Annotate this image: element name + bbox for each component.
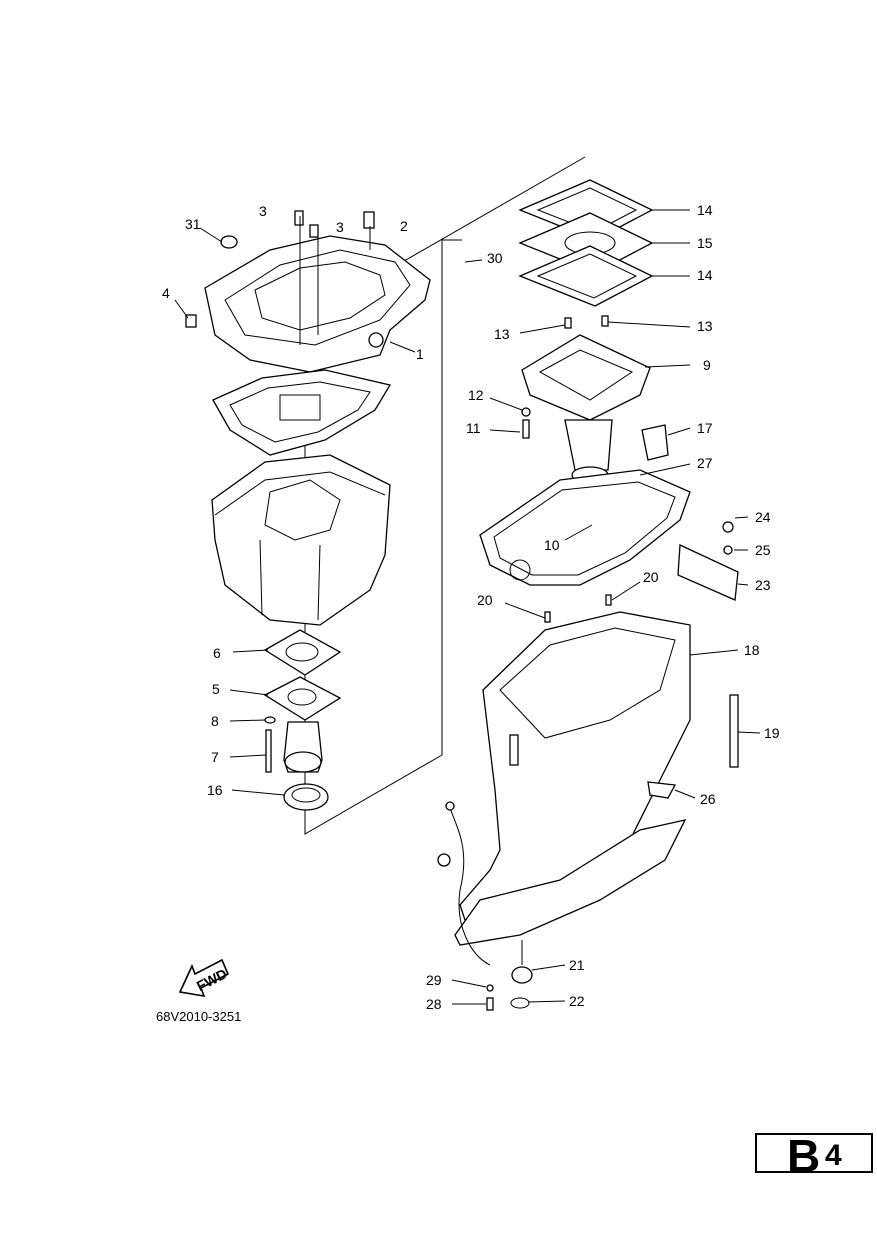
callout-12: 12	[468, 387, 484, 403]
callout-13b: 13	[697, 318, 713, 334]
callout-8: 8	[211, 713, 219, 729]
callout-10: 10	[544, 537, 560, 553]
callout-13a: 13	[494, 326, 510, 342]
callout-16: 16	[207, 782, 223, 798]
callout-17: 17	[697, 420, 713, 436]
callout-26: 26	[700, 791, 716, 807]
callout-14b: 14	[697, 267, 713, 283]
callout-20a: 20	[477, 592, 493, 608]
callout-3a: 3	[259, 203, 267, 219]
exhaust-manifold-part	[521, 334, 669, 529]
oil-seal-part	[283, 783, 329, 811]
callout-3b: 3	[336, 219, 344, 235]
callout-21: 21	[569, 957, 585, 973]
callout-23: 23	[755, 577, 771, 593]
callout-27: 27	[697, 455, 713, 471]
callout-14a: 14	[697, 202, 713, 218]
leader-lines	[174, 209, 761, 1005]
callout-31: 31	[185, 216, 201, 232]
callout-labels: 1 2 3 3 4 5 6 7 8 9 10 11 12 13 13 14 14…	[162, 202, 780, 1012]
exhaust-guide-gasket-part	[263, 629, 342, 676]
flushing-hose-part	[437, 801, 533, 1011]
callout-15: 15	[697, 235, 713, 251]
callout-6: 6	[213, 645, 221, 661]
page-code-badge: B 4	[755, 1130, 873, 1182]
callout-7: 7	[211, 749, 219, 765]
callout-9: 9	[703, 357, 711, 373]
callout-1: 1	[416, 346, 424, 362]
upper-case-part	[185, 210, 431, 373]
oil-pan-gasket	[212, 369, 392, 456]
page-code-number: 4	[825, 1139, 842, 1172]
lower-gasket-part	[479, 469, 691, 586]
callout-28: 28	[426, 996, 442, 1012]
drawing-code: 68V2010-3251	[156, 1009, 241, 1024]
callout-4: 4	[162, 285, 170, 301]
callout-20b: 20	[643, 569, 659, 585]
fwd-arrow-icon: FWD	[178, 958, 230, 998]
gasket-stack	[518, 179, 654, 329]
callout-5: 5	[212, 681, 220, 697]
fwd-label: FWD	[194, 965, 230, 994]
callout-11: 11	[466, 420, 481, 436]
page-code-letter: B	[787, 1130, 821, 1182]
callout-24: 24	[755, 509, 771, 525]
callout-30: 30	[487, 250, 503, 266]
oil-pan-part	[211, 454, 391, 626]
callout-25: 25	[755, 542, 771, 558]
exhaust-guide-part	[263, 676, 342, 773]
callout-18: 18	[744, 642, 760, 658]
callout-19: 19	[764, 725, 780, 741]
upper-casing-part	[454, 521, 739, 946]
callout-22: 22	[569, 993, 585, 1009]
callout-29: 29	[426, 972, 442, 988]
callout-2: 2	[400, 218, 408, 234]
